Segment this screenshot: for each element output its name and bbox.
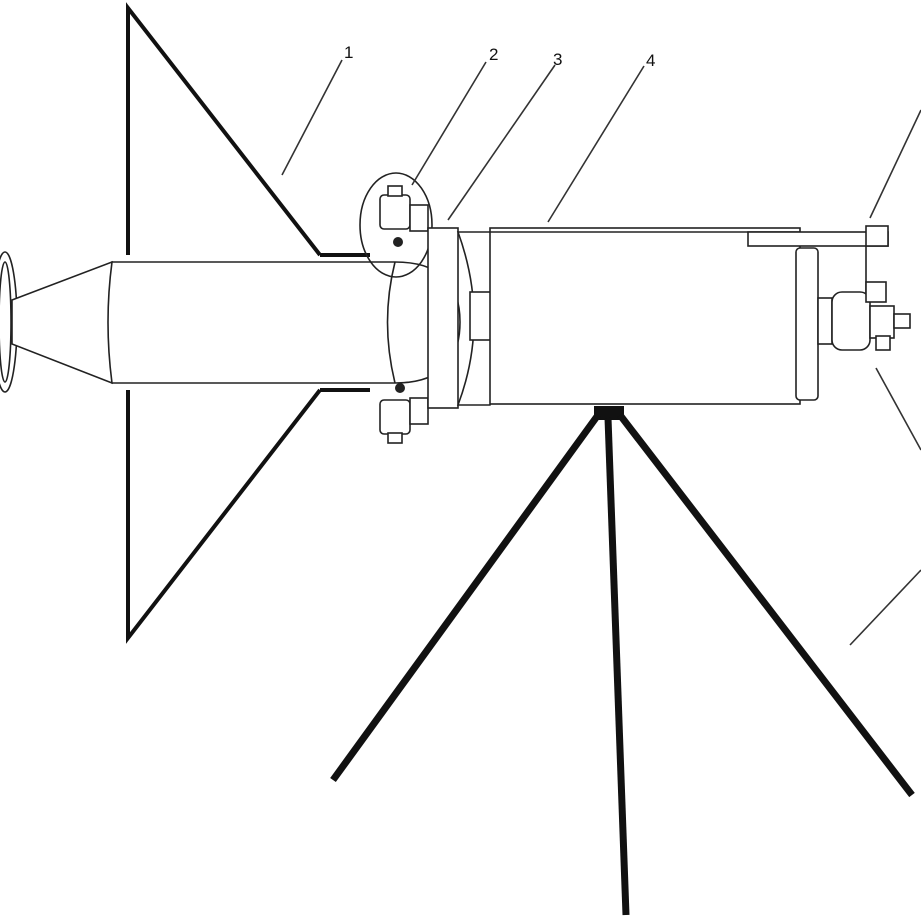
release-device-highlight: [359, 172, 433, 278]
upper-actuator: [379, 194, 411, 230]
lower-fin: [126, 388, 322, 644]
leader-4: [547, 65, 645, 223]
upper-actuator-bolt: [393, 237, 403, 247]
label-3: 3: [553, 50, 562, 69]
tripod: [330, 406, 915, 916]
lower-actuator-bolt: [395, 383, 405, 393]
end-adapter: [817, 297, 833, 345]
leader-right-bottom: [849, 569, 921, 646]
upper-fin: [126, 2, 322, 257]
tail-fins: [126, 2, 370, 644]
nose-joint: [386, 261, 396, 384]
label-4: 4: [646, 51, 655, 70]
projectile-body: [107, 261, 461, 384]
tripod-leg-center: [604, 417, 630, 916]
tail-propeller: [0, 251, 113, 393]
tripod-leg-left: [330, 412, 601, 783]
leader-lines: [281, 59, 921, 646]
release-device: [359, 172, 433, 444]
end-shaft: [893, 313, 911, 329]
part-labels: 1 2 3 4: [344, 43, 655, 70]
leader-2: [411, 61, 487, 186]
label-2: 2: [489, 45, 498, 64]
propeller-ring-inner: [0, 261, 12, 383]
lower-actuator-cap: [387, 432, 403, 444]
label-1: 1: [344, 43, 353, 62]
body-cylinder: [107, 261, 461, 384]
end-motor: [831, 291, 871, 351]
leader-1: [281, 59, 343, 176]
launch-tube: [489, 225, 911, 405]
lower-bracket: [409, 397, 429, 425]
upper-bracket: [409, 204, 429, 232]
leader-3: [447, 64, 556, 221]
upper-actuator-cap: [387, 185, 403, 197]
tripod-head: [594, 406, 624, 420]
ring-flange: [427, 227, 459, 409]
rail-end-block: [865, 225, 889, 247]
leader-right-middle: [875, 367, 921, 451]
leader-right-top: [869, 109, 921, 219]
tube-body: [489, 227, 801, 405]
lower-actuator: [379, 399, 411, 435]
end-shaft-housing: [869, 305, 895, 339]
end-sensor-lower: [875, 335, 891, 351]
tail-cone: [11, 260, 113, 385]
end-sensor: [865, 281, 887, 303]
tube-end-cap: [795, 247, 819, 401]
tripod-leg-right: [617, 412, 915, 798]
